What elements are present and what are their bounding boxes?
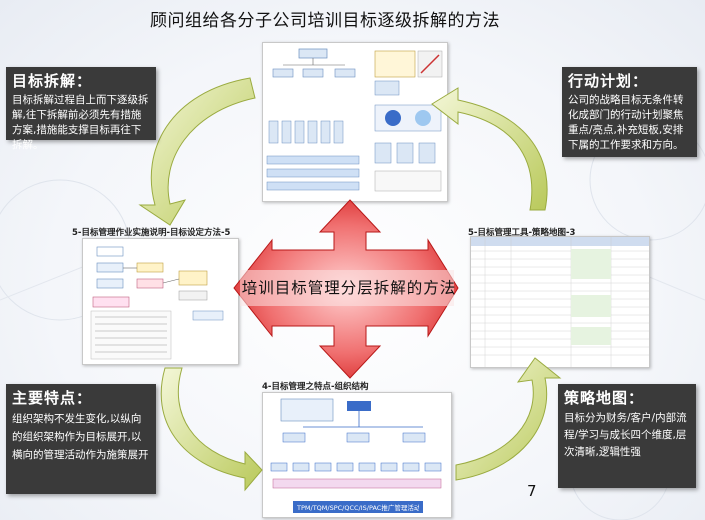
right-thumbnail	[470, 236, 650, 368]
slide-title: 顾问组给各分子公司培训目标逐级拆解的方法	[150, 11, 500, 31]
bottom-thumbnail-footer: TPM/TQM/SPC/QCC/IS/PAC推广管理活动	[297, 504, 419, 512]
curve-arrow-top-left	[138, 77, 256, 226]
top-thumbnail-content	[266, 48, 443, 192]
left-thumbnail-content	[90, 246, 224, 360]
panel-top-right-heading: 行动计划：	[568, 72, 649, 90]
bottom-thumbnail: TPM/TQM/SPC/QCC/IS/PAC推广管理活动	[262, 392, 452, 518]
panel-bottom-right-body: 目标分为财务/客户/内部流程/学习与成长四个维度,层次清晰,逻辑性强	[564, 412, 687, 458]
right-thumbnail-title: 5-目标管理工具-策略地图-3	[468, 228, 576, 238]
left-thumbnail	[82, 238, 239, 365]
left-thumbnail-title: 5-目标管理作业实施说明-目标设定方法-5	[72, 228, 231, 238]
panel-top-left: 目标拆解： 目标拆解过程自上而下逐级拆解,往下拆解前必须先有措施方案,措施能支撑…	[6, 67, 156, 151]
panel-top-left-heading: 目标拆解：	[12, 72, 93, 90]
curve-arrow-bottom-right	[455, 357, 562, 481]
curve-arrow-top-right	[431, 87, 548, 211]
right-thumbnail-content	[471, 237, 649, 367]
panel-top-right: 行动计划： 公司的战略目标无条件转化成部门的行动计划聚焦重点/亮点,补充短板,安…	[562, 67, 697, 157]
bottom-thumbnail-title: 4-目标管理之特点-组织结构	[262, 382, 369, 392]
top-thumbnail	[262, 42, 448, 202]
panel-top-left-body: 目标拆解过程自上而下逐级拆解,往下拆解前必须先有措施方案,措施能支撑目标再往下拆…	[12, 94, 149, 151]
bottom-thumbnail-content	[270, 398, 442, 513]
curve-arrow-bottom-left	[160, 367, 263, 492]
panel-bottom-left-heading: 主要特点：	[12, 389, 93, 407]
panel-bottom-right: 策略地图： 目标分为财务/客户/内部流程/学习与成长四个维度,层次清晰,逻辑性强	[558, 384, 696, 488]
panel-bottom-right-heading: 策略地图：	[564, 389, 645, 407]
panel-top-right-body: 公司的战略目标无条件转化成部门的行动计划聚焦重点/亮点,补充短板,安排下属的工作…	[568, 94, 684, 151]
page-number: 7	[527, 482, 537, 500]
center-label: 培训目标管理分层拆解的方法	[241, 279, 457, 297]
panel-bottom-left-body: 组织架构不发生变化,以纵向的组织架构作为目标展开,以横向的管理活动作为施策展开	[12, 413, 149, 461]
panel-bottom-left: 主要特点： 组织架构不发生变化,以纵向的组织架构作为目标展开,以横向的管理活动作…	[6, 384, 156, 494]
